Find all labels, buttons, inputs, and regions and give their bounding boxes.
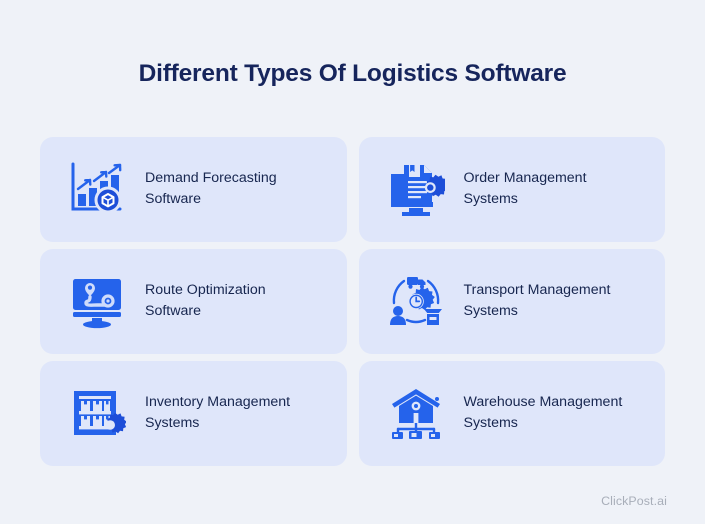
warehouse-network-nodes-icon <box>385 382 447 444</box>
card-label: Inventory Management Systems <box>145 392 290 435</box>
software-type-card-grid: Demand Forecasting Software <box>40 136 665 466</box>
card-label-line2: Systems <box>145 415 200 432</box>
card-label: Demand Forecasting Software <box>145 168 277 211</box>
card-label-line1: Warehouse Management <box>463 393 623 410</box>
card-demand-forecasting-software[interactable]: Demand Forecasting Software <box>40 136 347 242</box>
card-label-line1: Inventory Management <box>145 393 291 410</box>
monitor-route-map-icon <box>66 270 128 332</box>
card-label: Transport Management Systems <box>464 280 611 323</box>
card-label: Order Management Systems <box>464 168 587 211</box>
card-label: Route Optimization Software <box>145 280 266 323</box>
card-order-management-systems[interactable]: Order Management Systems <box>358 136 665 242</box>
page-title: Different Types Of Logistics Software <box>138 60 567 87</box>
card-label-line2: Systems <box>463 303 518 320</box>
card-label-line1: Demand Forecasting <box>145 169 277 186</box>
card-warehouse-management-systems[interactable]: Warehouse Management Systems <box>358 360 665 466</box>
monitor-document-gear-icon <box>385 158 447 220</box>
truck-gear-clock-warehouse-icon <box>385 270 447 332</box>
brand-watermark: ClickPost.ai <box>601 494 667 508</box>
bar-chart-growth-package-icon <box>66 158 128 220</box>
shelf-boxes-gear-icon <box>66 382 128 444</box>
card-inventory-management-systems[interactable]: Inventory Management Systems <box>40 360 347 466</box>
card-label-line1: Order Management <box>463 169 587 186</box>
card-label-line1: Route Optimization <box>145 281 266 298</box>
card-transport-management-systems[interactable]: Transport Management Systems <box>358 248 665 354</box>
card-route-optimization-software[interactable]: Route Optimization Software <box>40 248 347 354</box>
card-label-line2: Systems <box>463 191 518 208</box>
card-label-line1: Transport Management <box>463 281 611 298</box>
card-label-line2: Software <box>145 303 201 320</box>
card-label: Warehouse Management Systems <box>464 392 623 435</box>
card-label-line2: Systems <box>463 415 518 432</box>
card-label-line2: Software <box>145 191 201 208</box>
